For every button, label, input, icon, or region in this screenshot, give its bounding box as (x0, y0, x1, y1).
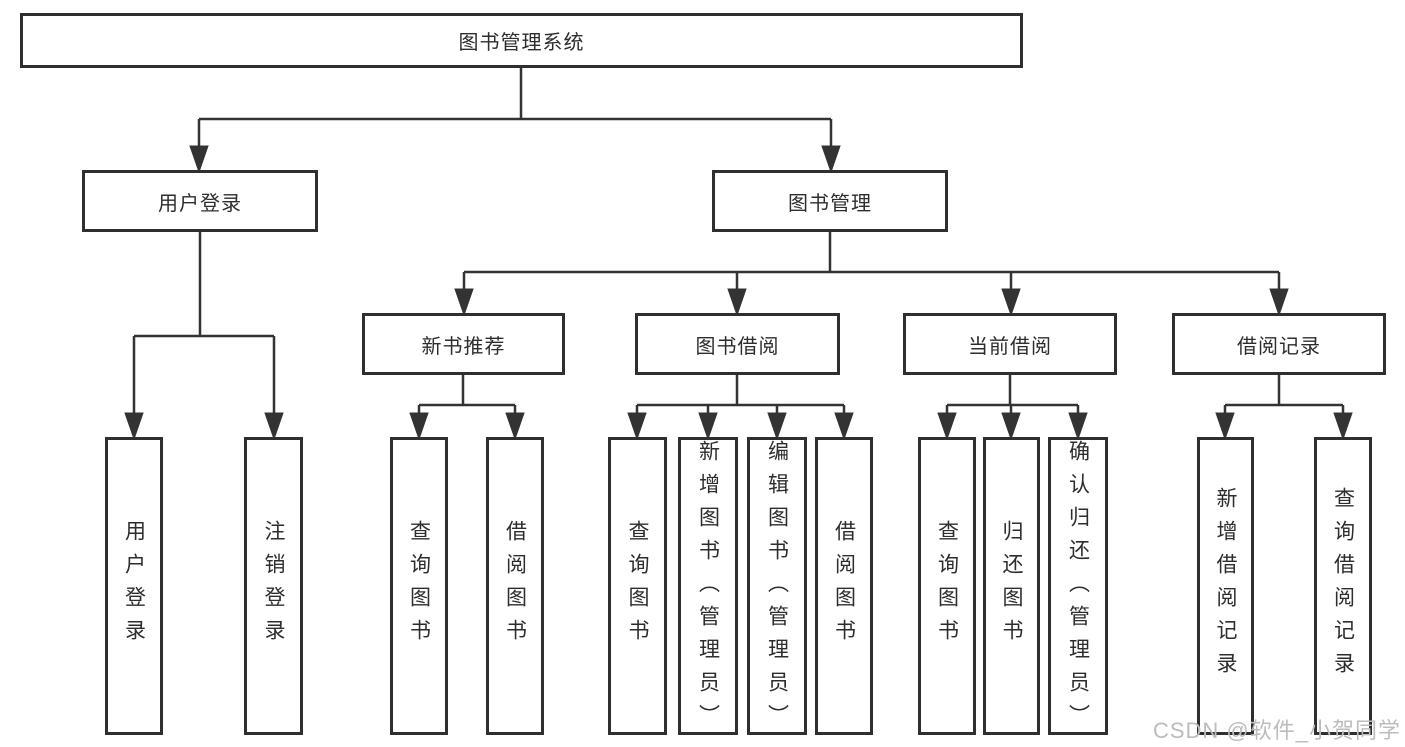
node-user-login: 用户登录 (82, 170, 318, 232)
node-label: 用户登录 (122, 520, 146, 652)
node-borrowing-records: 借阅记录 (1172, 313, 1386, 375)
node-leaf-add-book: 新增图书（管理员） (678, 437, 738, 737)
node-leaf-borrow-book-rec: 借阅图书 (486, 437, 544, 735)
node-label: 图书管理 (788, 192, 872, 215)
node-leaf-edit-book: 编辑图书（管理员） (747, 437, 807, 737)
node-leaf-query-book-rec: 查询图书 (390, 437, 448, 735)
node-label: 查询图书 (626, 520, 649, 652)
node-current-borrowing: 当前借阅 (903, 313, 1117, 375)
node-leaf-add-record: 新增借阅记录 (1197, 437, 1254, 735)
node-new-book-recommendation: 新书推荐 (362, 313, 565, 375)
node-label: 用户登录 (158, 192, 242, 215)
node-label: 图书借阅 (695, 335, 780, 358)
node-label: 归还图书 (1000, 520, 1023, 652)
node-label: 新增图书（管理员） (696, 440, 720, 737)
node-leaf-confirm-return: 确认归还（管理员） (1048, 437, 1108, 737)
node-leaf-query-book-borrow: 查询图书 (608, 437, 667, 735)
node-book-management: 图书管理 (712, 170, 948, 232)
node-label: 编辑图书（管理员） (765, 440, 789, 737)
node-label: 借阅图书 (832, 520, 856, 652)
node-leaf-query-book-current: 查询图书 (918, 437, 976, 735)
node-label: 当前借阅 (968, 335, 1052, 358)
node-leaf-borrow-book-borrow: 借阅图书 (815, 437, 873, 735)
node-leaf-logout: 注销登录 (244, 437, 303, 735)
node-label: 注销登录 (262, 520, 285, 652)
csdn-watermark: CSDN @软件_小贺同学 (1152, 718, 1401, 743)
node-root: 图书管理系统 (20, 13, 1023, 68)
node-label: 查询图书 (407, 520, 431, 652)
node-book-borrowing: 图书借阅 (635, 313, 840, 375)
node-leaf-query-record: 查询借阅记录 (1314, 437, 1372, 735)
node-label: 确认归还（管理员） (1066, 440, 1090, 737)
node-leaf-return-book: 归还图书 (983, 437, 1040, 735)
node-label: 查询借阅记录 (1331, 487, 1355, 685)
node-label: 新书推荐 (421, 335, 506, 358)
node-label: 借阅记录 (1237, 335, 1321, 358)
node-leaf-user-login: 用户登录 (105, 437, 163, 735)
node-label: 查询图书 (935, 520, 959, 652)
node-label: 新增借阅记录 (1214, 487, 1237, 685)
node-label: 借阅图书 (503, 520, 527, 652)
node-label: 图书管理系统 (458, 32, 585, 54)
